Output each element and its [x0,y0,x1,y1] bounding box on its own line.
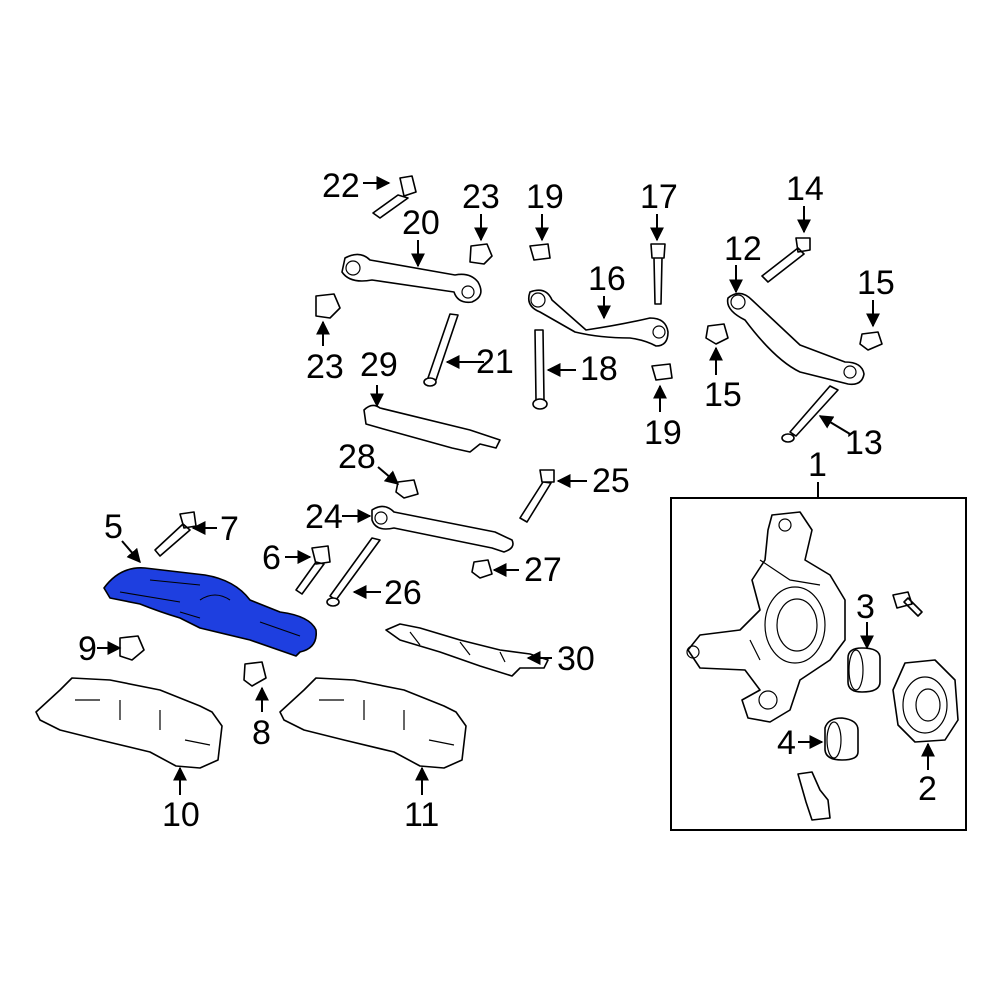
callout-11: 11 [404,796,439,834]
callout-9: 9 [78,630,97,668]
upper-links-group [315,175,883,443]
callout-19-top: 19 [526,178,564,216]
steering-knuckle[interactable] [687,511,846,723]
bolt-18[interactable] [534,329,545,401]
knuckle-boss [758,690,778,710]
upper-arm-20[interactable] [341,253,482,304]
arm-20-bushing-left [345,260,361,276]
nut-23-lower[interactable] [315,293,341,319]
callout-4: 4 [777,724,796,762]
knuckle-assembly-group [670,482,967,831]
bushing-3[interactable] [847,647,881,693]
upper-arm-12[interactable] [726,292,865,386]
hub-flange-inner [915,688,941,722]
callout-7: 7 [220,510,239,548]
arm-20-bushing-right [461,285,475,299]
lower-control-arm-body[interactable] [103,567,317,657]
callout-22: 22 [322,167,360,205]
bolt-6[interactable] [295,545,331,595]
bushing-3-face [848,649,864,691]
knuckle-hub-bore [764,586,826,664]
hub-flange-bore [902,676,948,734]
bolt-21[interactable] [427,313,459,381]
bracket-30-detail [409,631,506,663]
callout-28: 28 [338,438,376,476]
bolt-22[interactable] [372,175,417,219]
knuckle-mount-hole [686,645,700,659]
callout-14: 14 [786,170,824,208]
arm-16-bushing-left [530,292,546,308]
bolt-26[interactable] [329,537,381,601]
callout-29: 29 [360,346,398,384]
bolt-13[interactable] [789,385,839,437]
callout-1: 1 [808,446,827,484]
arm-12-bushing-right [843,365,857,379]
upper-arm-16[interactable] [527,289,669,347]
nut-23-upper[interactable] [469,243,493,265]
callout-2: 2 [918,770,937,808]
callout-18: 18 [580,350,618,388]
callout-16: 16 [588,260,626,298]
trailing-arm-11-detail [319,699,455,746]
bolt-25[interactable] [519,469,555,523]
bolt-14[interactable] [761,237,811,283]
bolt-17[interactable] [650,243,666,305]
callout-27: 27 [524,551,562,589]
callout-6: 6 [262,539,281,577]
callout-24: 24 [305,498,343,536]
bushing-4-face [826,721,842,759]
lower-control-arm-5[interactable] [103,567,317,657]
bolt-26-head [326,597,340,607]
nut-15-left[interactable] [705,323,729,345]
callout-labels: 1 2 3 4 5 6 7 8 9 10 11 12 13 14 15 15 1… [78,167,937,834]
trailing-arm-11[interactable] [279,677,467,769]
callout-13: 13 [845,424,883,462]
nut-19-upper[interactable] [529,243,551,261]
callout-15-right: 15 [857,264,895,302]
nut-15-right[interactable] [859,331,883,351]
callout-23-top: 23 [462,178,500,216]
lower-control-arm-detail [119,579,301,637]
arm-12-bushing-left [730,294,746,310]
wheel-hub-bearing[interactable] [892,659,959,743]
bolt-18-head [532,398,548,410]
middle-links-group [154,404,555,677]
callout-3: 3 [856,588,875,626]
nut-9[interactable] [119,635,145,661]
callout-19-bottom: 19 [644,414,682,452]
callout-10: 10 [162,796,200,834]
callout-12: 12 [724,230,762,268]
trailing-arm-10[interactable] [35,677,223,769]
nut-28[interactable] [395,479,419,499]
callout-5: 5 [104,508,123,546]
nut-27[interactable] [471,559,493,579]
callout-15-left: 15 [704,376,742,414]
bolt-13-head [781,433,795,443]
nut-19-lower[interactable] [651,363,673,381]
leader-lines [97,176,935,795]
nut-8[interactable] [243,661,267,687]
link-24-bushing [374,511,388,525]
callout-21: 21 [476,343,514,381]
callout-20: 20 [402,204,440,242]
shield-29[interactable] [363,404,501,453]
callout-17: 17 [640,178,678,216]
bolt-7[interactable] [154,511,197,557]
knuckle-bolt[interactable] [892,591,923,617]
knuckle-hub-bore-inner [776,598,818,652]
callout-8: 8 [252,714,271,752]
callout-26: 26 [384,574,422,612]
callout-23-bottom: 23 [306,348,344,386]
lower-link-24[interactable] [371,505,514,553]
bracket-30[interactable] [385,623,549,677]
callout-25: 25 [592,462,630,500]
knuckle-rib [749,559,821,661]
callout-30: 30 [557,640,595,678]
sensor-bracket[interactable] [797,771,831,821]
arm-16-bushing-right [652,325,666,339]
knuckle-top-hole [778,518,792,532]
bolt-21-head [423,377,437,387]
trailing-arm-10-detail [75,699,211,746]
